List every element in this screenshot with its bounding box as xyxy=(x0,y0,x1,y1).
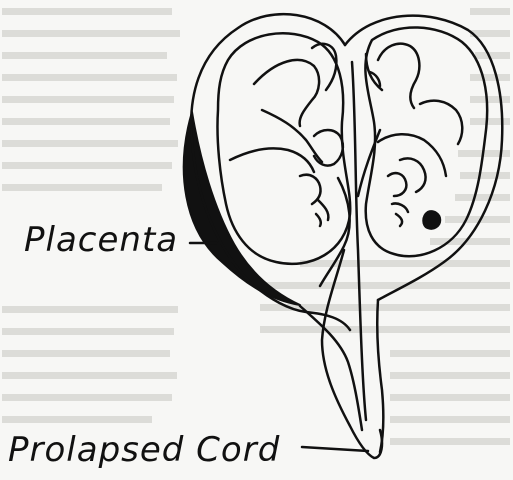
right-fetus-arm-upper xyxy=(378,44,419,108)
right-fetus-arm-lower xyxy=(420,101,462,144)
left-fetus-leg xyxy=(230,148,314,172)
left-fetus-arm-upper xyxy=(254,60,319,126)
right-fetus-knee xyxy=(400,158,426,192)
placenta-shape xyxy=(184,112,300,305)
right-fetus-face xyxy=(392,203,408,226)
placenta-label: Placenta xyxy=(24,220,178,260)
left-fetus-foot xyxy=(314,130,343,166)
prolapsed-cord-leader-line xyxy=(302,447,368,451)
prolapsed-cord-path xyxy=(322,250,382,458)
right-fetus-eye xyxy=(424,211,441,228)
left-fetus xyxy=(217,33,350,264)
birth-canal-left xyxy=(300,306,362,430)
prolapsed-cord-label: Prolapsed Cord xyxy=(8,430,280,470)
right-fetus xyxy=(365,27,487,256)
dividing-membrane xyxy=(352,62,366,420)
right-fetus-foot xyxy=(388,173,406,196)
uterus-outline xyxy=(191,14,350,330)
left-fetus-head-features xyxy=(316,200,328,226)
right-fetus-leg xyxy=(378,134,446,176)
